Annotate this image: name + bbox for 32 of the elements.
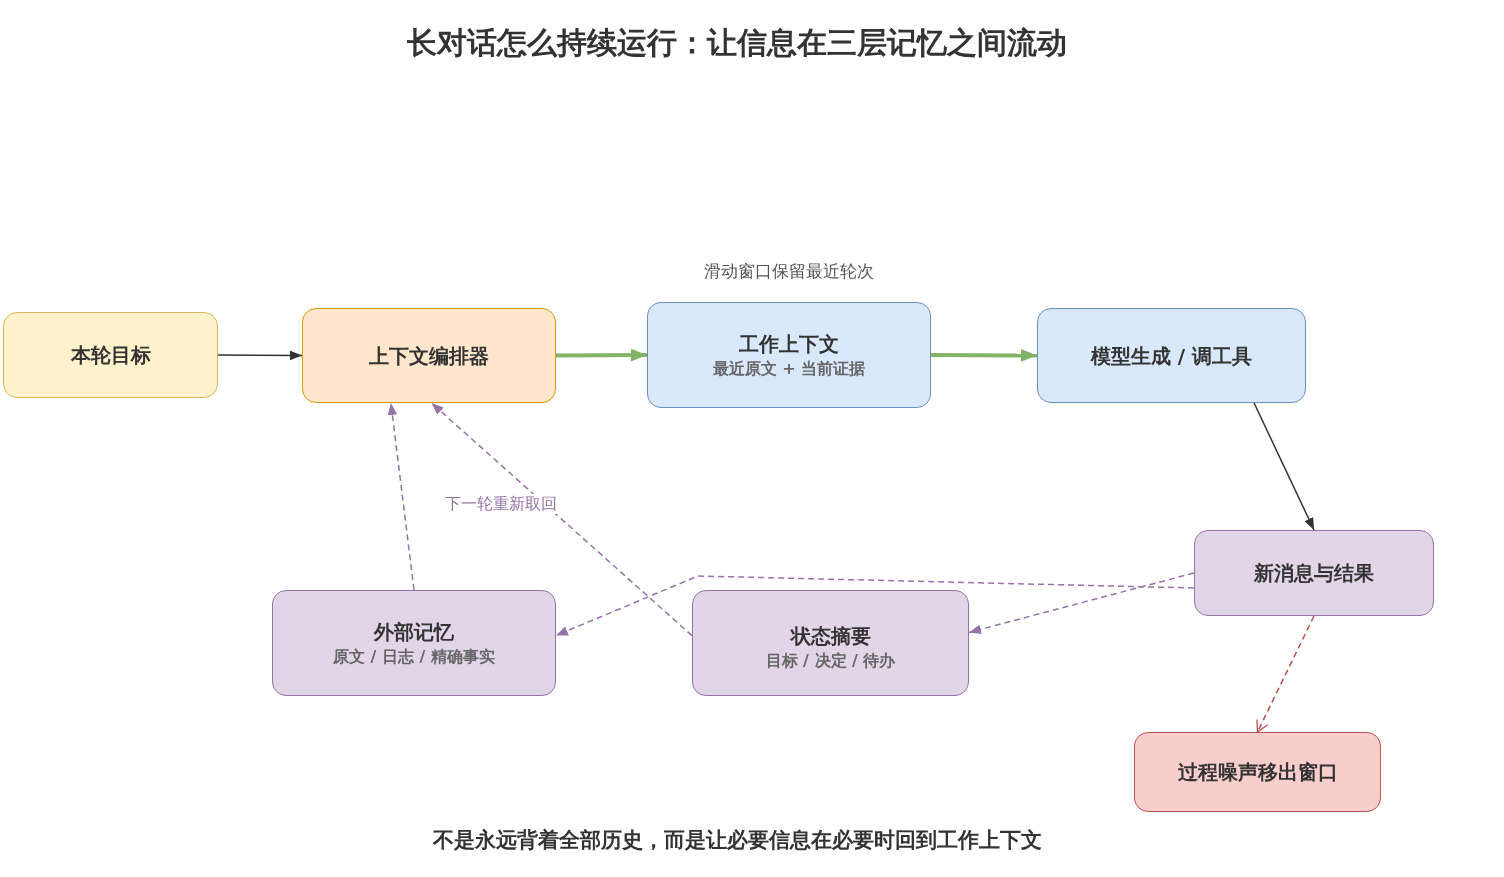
arrow — [931, 349, 1037, 362]
box-subtitle: 原文 / 日志 / 精确事实 — [333, 646, 495, 668]
arrow — [217, 350, 303, 361]
process-box — [302, 308, 556, 403]
box-label: 本轮目标 — [70, 342, 151, 368]
box-subtitle: 最近原文 + 当前证据 — [712, 358, 866, 380]
arrow — [387, 402, 415, 591]
box-heading: 工作上下文 — [739, 330, 839, 357]
process-box — [692, 590, 969, 696]
box-heading: 外部记忆 — [374, 618, 454, 645]
process-box — [1037, 308, 1306, 403]
arrow — [1256, 615, 1315, 733]
box-heading: 状态摘要 — [790, 622, 871, 649]
arrow — [430, 402, 693, 637]
box-label: 新消息与结果 — [1254, 560, 1374, 586]
process-box — [647, 302, 931, 408]
caption: 不是永远背着全部历史，而是让必要信息在必要时回到工作上下文 — [432, 828, 1042, 854]
title: 长对话怎么持续运行：让信息在三层记忆之间流动 — [407, 25, 1067, 61]
arrow — [1253, 402, 1315, 531]
box-label: 模型生成 / 调工具 — [1090, 342, 1253, 369]
edge-label: 下一轮重新取回 — [442, 494, 560, 514]
box-label: 过程噪声移出窗口 — [1177, 759, 1338, 785]
box-label: 上下文编排器 — [369, 342, 489, 369]
annotation-text: 滑动窗口保留最近轮次 — [704, 261, 874, 283]
process-box — [1134, 732, 1381, 812]
process-box — [272, 590, 556, 696]
process-box — [1194, 530, 1434, 616]
arrow — [556, 348, 647, 362]
process-box — [3, 312, 218, 398]
arrow — [555, 575, 1195, 637]
box-subtitle: 目标 / 决定 / 待办 — [765, 650, 896, 672]
arrow — [968, 572, 1195, 634]
